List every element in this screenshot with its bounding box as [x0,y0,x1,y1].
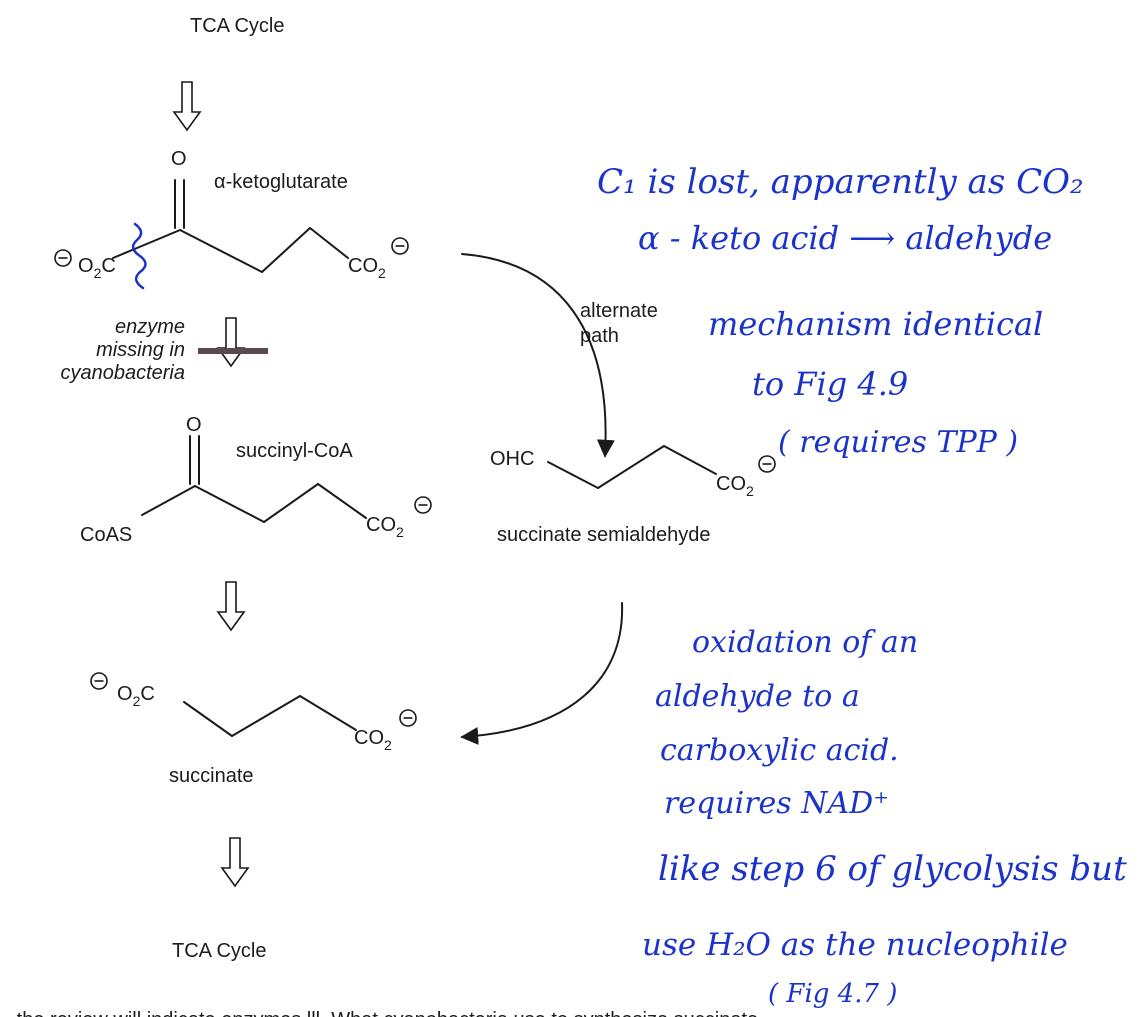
succinyl-coa-structure [141,435,367,523]
alternate-path-arrow [461,253,615,458]
hollow-arrow-3 [217,581,245,631]
enzyme-missing-line3: cyanobacteria [60,362,185,384]
note-fig49: to Fig 4.9 [752,365,908,403]
akg-carbonyl-o: O [171,148,187,170]
tca-cycle-bottom-label: TCA Cycle [172,940,266,962]
hollow-arrow-1 [173,81,201,131]
handwritten-notes: C₁ is lost, apparently as CO₂ α - keto a… [597,162,1127,1009]
coas-group: CoAS [80,524,132,546]
succinyl-carbonyl-o: O [186,414,202,436]
note-c1-lost: C₁ is lost, apparently as CO₂ [597,162,1084,202]
note-mechanism: mechanism identical [708,305,1043,343]
note-glycolysis: like step 6 of glycolysis but [658,849,1127,889]
alpha-ketoglutarate-structure [112,179,349,290]
succinate-left-charge-icon [90,672,108,690]
alternate-path-line1: alternate [580,300,658,322]
succinate-semialdehyde-structure [547,445,717,489]
ssa-carboxylate: CO2 [716,473,754,499]
note-requires-tpp: ( requires TPP ) [778,425,1018,460]
hollow-arrow-4 [221,837,249,887]
tca-cycle-top-label: TCA Cycle [190,15,284,37]
hollow-arrow-2 [217,317,245,367]
note-nad: requires NAD⁺ [664,786,889,821]
succinate-label: succinate [169,765,254,787]
note-oxidation: oxidation of an [692,625,918,660]
akg-left-carboxylate: O2C [78,255,116,281]
succinate-left-carboxylate: O2C [117,683,155,709]
note-carboxylic: carboxylic acid. [660,733,899,768]
akg-right-carboxylate: CO2 [348,255,386,281]
akg-left-charge-icon [54,249,72,267]
succinate-semialdehyde-label: succinate semialdehyde [497,524,710,546]
note-ketoacid-aldehyde: α - keto acid ⟶ aldehyde [638,219,1052,257]
succinyl-coa-label: succinyl-CoA [236,440,353,462]
note-fig47: ( Fig 4.7 ) [768,979,897,1009]
succinate-right-carboxylate: CO2 [354,727,392,753]
cut-off-caption-text: ...the review will indicate enzymes lll.… [0,1009,775,1017]
succinyl-charge-icon [414,496,432,514]
block-bar [198,348,268,354]
cleavage-squiggle-icon [131,222,147,290]
note-aldehyde: aldehyde to a [655,679,860,714]
alternate-path-line2: path [580,325,619,347]
enzyme-missing-line1: enzyme [115,316,185,338]
succinyl-carboxylate: CO2 [366,514,404,540]
ssa-charge-icon [758,455,776,473]
note-h2o: use H₂O as the nucleophile [642,927,1068,963]
akg-label: α-ketoglutarate [214,171,348,193]
akg-right-charge-icon [391,237,409,255]
succinate-right-charge-icon [399,709,417,727]
enzyme-missing-line2: missing in [96,339,185,361]
succinate-structure [183,695,357,737]
oxidation-arrow [460,602,624,745]
ohc-group: OHC [490,448,534,470]
